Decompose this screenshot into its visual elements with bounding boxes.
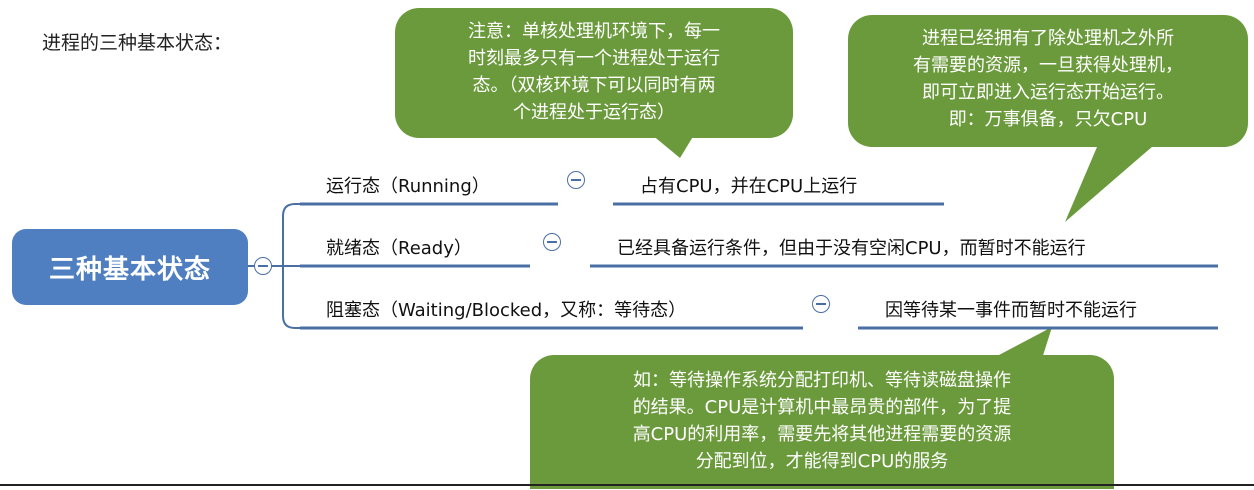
root-label: 三种基本状态 [48,254,211,285]
running-collapse-icon[interactable] [567,171,585,189]
callout-line: 即可立即进入运行态开始运行。 [922,82,1174,103]
callout-line: 进程已经拥有了除处理机之外所 [922,28,1174,49]
callout-line: 态。（双核环境下可以同时有两 [472,75,716,96]
bottom-divider [0,484,1254,486]
callout-blocked-example[interactable]: 如：等待操作系统分配打印机、等待读磁盘操作 的结果。CPU是计算机中最昂贵的部件… [530,355,1114,489]
root-collapse-icon[interactable] [254,257,272,275]
blocked-description[interactable]: 因等待某一事件而暂时不能运行 [885,300,1137,321]
ready-collapse-icon[interactable] [543,233,561,251]
callout-line: 时刻最多只有一个进程处于运行 [468,48,720,69]
callout-line: 高CPU的利用率，需要先将其他进程需要的资源 [632,424,1012,445]
branch-blocked[interactable]: 阻塞态（Waiting/Blocked，又称：等待态） [326,300,687,321]
branch-ready[interactable]: 就绪态（Ready） [326,238,472,259]
callout-tail-ready [1065,140,1160,222]
callout-line: 即：万事俱备，只欠CPU [948,109,1148,130]
branch-running[interactable]: 运行态（Running） [326,176,490,197]
callout-single-core-note[interactable]: 注意：单核处理机环境下，每一 时刻最多只有一个进程处于运行 态。（双核环境下可以… [395,8,793,138]
callout-line: 注意：单核处理机环境下，每一 [468,21,720,42]
callout-line: 如：等待操作系统分配打印机、等待读磁盘操作 [633,370,1011,391]
callout-line: 个进程处于运行态） [513,102,675,123]
callout-line: 分配到位，才能得到CPU的服务 [695,451,949,472]
blocked-collapse-icon[interactable] [812,295,830,313]
callout-line: 有需要的资源，一旦获得处理机， [913,55,1183,76]
ready-description[interactable]: 已经具备运行条件，但由于没有空闲CPU，而暂时不能运行 [617,238,1086,259]
page-heading: 进程的三种基本状态： [42,32,233,54]
running-description[interactable]: 占有CPU，并在CPU上运行 [640,176,858,197]
callout-ready-explanation[interactable]: 进程已经拥有了除处理机之外所 有需要的资源，一旦获得处理机， 即可立即进入运行态… [848,15,1248,147]
callout-line: 的结果。CPU是计算机中最昂贵的部件，为了提 [632,397,1012,418]
root-node[interactable]: 三种基本状态 [12,229,248,305]
